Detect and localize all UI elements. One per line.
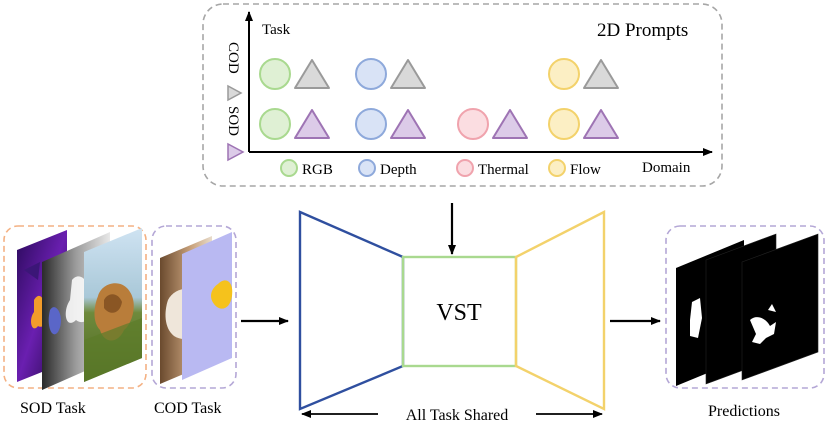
prompt-sod-flow-circle — [548, 108, 580, 140]
prompt-cod-rgb-circle — [259, 58, 291, 90]
sod-triangle-icon — [227, 142, 245, 162]
prompt-sod-depth-circle — [355, 108, 387, 140]
prompt-sod-rgb-circle — [259, 108, 291, 140]
prompt-sod-thermal-circle — [457, 108, 489, 140]
prompt-grid — [259, 58, 619, 140]
sod-row-label: SOD — [225, 106, 241, 136]
cod-task-group: COD Task — [151, 225, 237, 417]
legend-thermal-swatch — [456, 159, 474, 177]
prompts-title: 2D Prompts — [597, 20, 688, 41]
legend-depth-label: Depth — [380, 162, 417, 178]
prompt-sod-flow-triangle — [583, 109, 619, 139]
prompt-cod-flow-triangle — [583, 59, 619, 89]
domain-legend: RGB Depth Thermal Flow — [280, 159, 601, 178]
prompts-panel: 2D Prompts Task Domain COD SOD RGB Depth T… — [202, 3, 723, 187]
legend-flow-swatch — [548, 159, 566, 177]
prompt-cod-flow-circle — [548, 58, 580, 90]
task-axis-label: Task — [262, 22, 291, 38]
cod-triangle-icon — [227, 84, 243, 102]
cod-row-label: COD — [225, 42, 241, 74]
cod-task-label: COD Task — [154, 400, 221, 417]
legend-flow-label: Flow — [570, 162, 601, 178]
legend-thermal-label: Thermal — [478, 162, 529, 178]
predictions-border — [665, 225, 825, 389]
prompt-sod-depth-triangle — [390, 109, 426, 139]
prediction-mask-extra — [741, 233, 819, 381]
prompt-sod-rgb-triangle — [294, 109, 330, 139]
predictions-label: Predictions — [708, 403, 780, 420]
domain-axis-label: Domain — [642, 160, 691, 176]
prompt-sod-thermal-triangle — [492, 109, 528, 139]
sod-task-border — [3, 225, 147, 389]
cod-task-border — [151, 225, 237, 389]
vst-model: VST All Task Shared — [298, 210, 606, 424]
prompts-panel-border — [202, 3, 723, 187]
legend-rgb-swatch — [280, 159, 298, 177]
prompt-cod-depth-circle — [355, 58, 387, 90]
prompt-cod-depth-triangle — [390, 59, 426, 89]
legend-depth-swatch — [358, 159, 376, 177]
sod-task-group: SOD Task — [3, 225, 147, 417]
shared-label-bg — [378, 404, 536, 424]
cod-flow-image — [182, 232, 233, 380]
sod-task-label: SOD Task — [20, 400, 86, 417]
predictions-group: Predictions — [665, 225, 825, 420]
prompt-cod-rgb-triangle — [294, 59, 330, 89]
vst-label: VST — [436, 300, 482, 326]
sod-rgb-image — [84, 228, 142, 382]
decoder-trapezoid — [514, 210, 606, 411]
shared-label: All Task Shared — [406, 407, 509, 424]
encoder-trapezoid — [298, 210, 405, 411]
legend-rgb-label: RGB — [302, 162, 333, 178]
